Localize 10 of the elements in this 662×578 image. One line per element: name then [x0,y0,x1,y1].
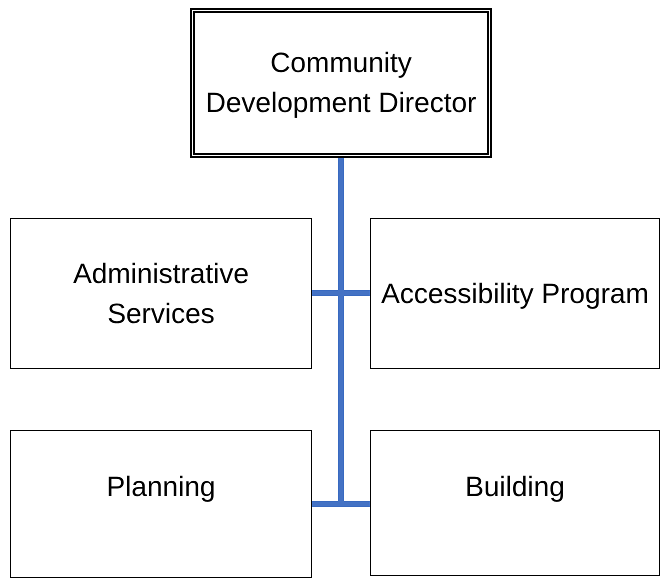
department-box [10,218,312,369]
director-box [190,8,492,158]
box-label: Planning [106,470,216,504]
box-label: Building [465,470,565,504]
department-box [370,430,660,576]
department-box [10,430,312,578]
box-label: Community Development Director [204,46,478,120]
box-label: Administrative Services [72,256,250,330]
box-label: Accessibility Program [381,276,649,311]
department-box [370,218,660,369]
